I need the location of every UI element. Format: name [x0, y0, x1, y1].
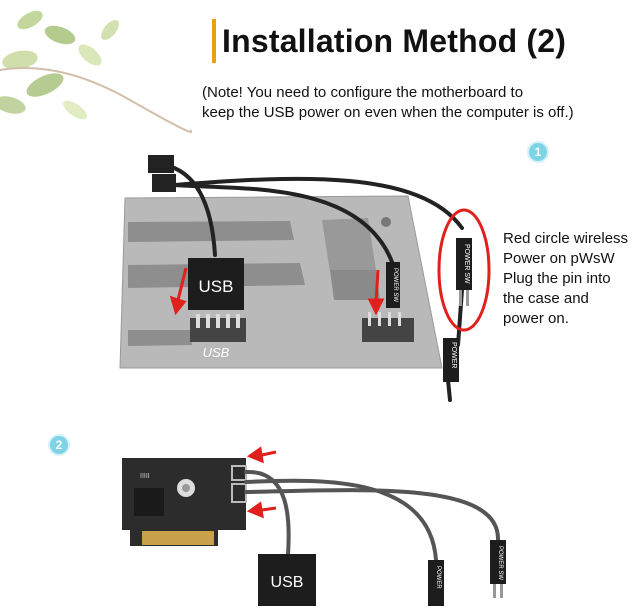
power-label: POWER: [450, 342, 457, 368]
usb-connector-bottom-label: USB: [271, 574, 304, 591]
side-note-line-1: Red circle wireless: [503, 230, 629, 247]
title-block: Installation Method (2): [212, 18, 566, 64]
usb-connector-bottom: USB: [258, 554, 316, 606]
power-connector-bottom: POWER: [428, 560, 444, 606]
svg-text:IIIII: IIIII: [140, 473, 150, 480]
red-highlight-circle: [437, 208, 491, 332]
side-note-line-4: the case and: [503, 290, 589, 307]
side-note-line-2: Power on pWsW: [503, 250, 615, 267]
power-label-bottom: POWER: [435, 566, 441, 589]
usb-header-pins: USB: [190, 314, 246, 360]
insert-arrows-2: [246, 446, 277, 519]
usb-connector-top-label: USB: [199, 277, 234, 296]
step-1-badge: 1: [529, 143, 547, 161]
leaves-decoration: [0, 10, 193, 133]
page-title: Installation Method (2): [222, 22, 567, 59]
title-accent-bar: [212, 19, 216, 63]
power-sw-label-highlight: POWER SW: [463, 244, 470, 284]
power-sw-connector-bottom: POWER SW: [490, 540, 506, 598]
power-sw-label-board: POWER SW: [392, 268, 398, 302]
note-line-2: keep the USB power on even when the comp…: [202, 104, 574, 121]
usb-connector-top: USB: [188, 258, 244, 310]
note-line-1: (Note! You need to configure the motherb…: [202, 84, 524, 101]
insert-arrows-1: [169, 267, 385, 316]
side-note-line-5: power on.: [503, 310, 569, 327]
power-sw-connector-highlight: POWER SW: [456, 238, 472, 306]
power-connector: POWER: [443, 338, 459, 382]
step-2-badge: 2: [50, 436, 68, 454]
usb-board-label: USB: [203, 345, 230, 360]
adapter-card: IIIII: [122, 458, 247, 546]
power-sw-label-bottom: POWER SW: [497, 546, 503, 580]
power-sw-connector-board: POWER SW: [362, 262, 414, 342]
note-text: (Note! You need to configure the motherb…: [202, 83, 632, 123]
side-note: Red circle wireless Power on pWsW Plug t…: [503, 229, 640, 329]
side-note-line-3: Plug the pin into: [503, 270, 611, 287]
